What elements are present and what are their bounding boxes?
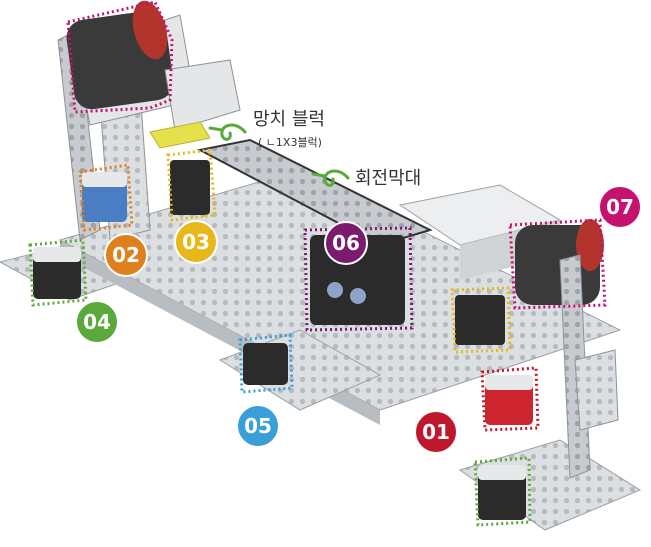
label-rotating-bar: 회전막대 [355, 168, 421, 189]
servo-left-small [170, 160, 210, 215]
cube-04-black [33, 247, 81, 299]
outline-07-right [508, 218, 607, 310]
hammer-block [149, 121, 211, 149]
outline-05 [238, 333, 294, 394]
rotating-bar [197, 138, 433, 247]
highlight-outlines [28, 0, 607, 527]
right-arm-tower [515, 219, 619, 479]
outline-01 [480, 366, 540, 432]
label-hammer-block: 망치 블럭 [253, 109, 325, 130]
outline-bottom [473, 456, 532, 527]
badge-05: 05 [244, 414, 272, 438]
badge-05-circle [236, 404, 280, 448]
badge-02: 02 [112, 243, 140, 267]
cube-bottom-black [478, 465, 526, 520]
cube-02-blue [82, 172, 127, 222]
outline-06 [303, 226, 414, 332]
badge-06-circle [324, 221, 368, 265]
badge-07: 07 [606, 195, 634, 219]
badge-03: 03 [182, 230, 210, 254]
cube-05-black [243, 343, 288, 385]
outline-02 [78, 163, 134, 232]
badge-01: 01 [422, 420, 450, 444]
badge-04-circle [75, 300, 119, 344]
badge-group: 01 02 03 04 05 06 07 [75, 185, 642, 454]
badge-02-circle [104, 233, 148, 277]
outline-04 [28, 238, 88, 307]
badge-07-circle [598, 185, 642, 229]
badge-06: 06 [332, 231, 360, 255]
arrow-hammer-block [208, 123, 247, 141]
cube-01-red [485, 375, 533, 425]
label-hammer-block-sub: ( ㄴ1X3블럭) [258, 136, 322, 149]
badge-01-circle [414, 410, 458, 454]
badge-04: 04 [83, 310, 111, 334]
badge-03-circle [174, 220, 218, 264]
servo-right-small [455, 295, 505, 345]
outline-07-top [66, 0, 174, 114]
arrow-rotating-bar [311, 169, 350, 187]
